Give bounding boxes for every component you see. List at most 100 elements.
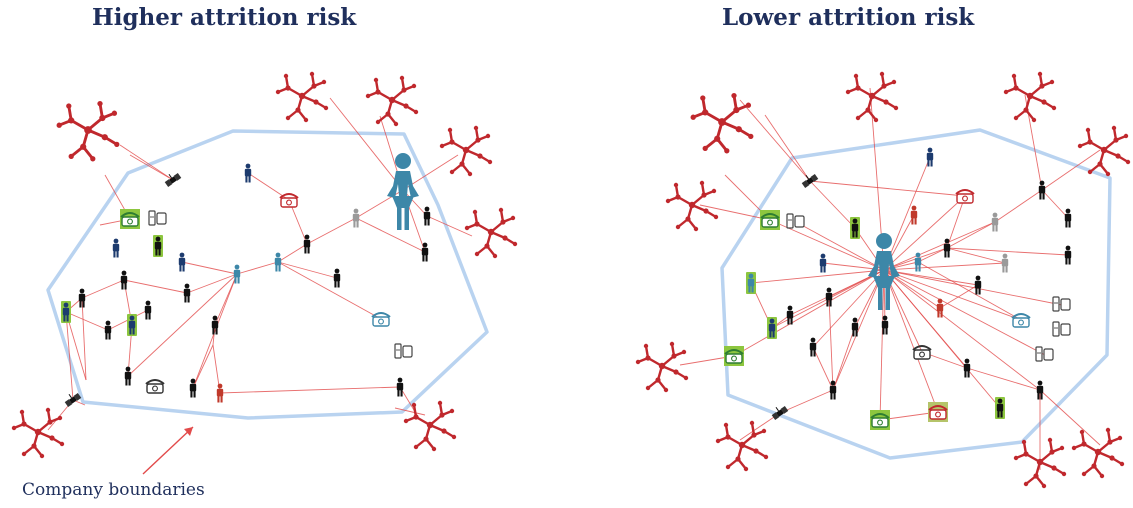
person-icon [274,252,282,272]
person-icon [974,275,982,295]
connection-line [192,344,214,389]
connection-line [812,346,834,391]
connection-line [277,243,308,263]
person-icon [189,378,197,398]
network-cluster-icon [275,71,329,123]
network-cluster-icon [1077,125,1131,177]
connection-line [879,269,885,421]
phone-icon [760,210,780,230]
phone-icon [371,312,391,327]
person-icon [1038,180,1046,200]
phone-icon [724,346,744,366]
network-cluster-icon [11,407,65,459]
phone-icon [120,209,140,229]
connection-line [81,297,87,381]
phone-icon [955,189,975,204]
connection-line [129,154,174,181]
devices-icon [148,210,167,226]
connection-line [883,221,996,271]
network-cluster-icon [635,341,689,393]
connection-line [181,261,238,275]
person-icon [881,315,889,335]
person-icon [423,206,431,226]
connection-line [828,296,834,391]
connection-line [733,269,885,357]
connection-line [1039,389,1101,446]
connection-line [699,204,771,221]
connection-line [750,269,885,284]
person-icon [991,212,999,232]
connection-line [236,261,279,275]
person-icon [746,272,756,294]
title-higher-attrition-risk: Higher attrition risk [92,4,357,31]
person-icon [178,252,186,272]
person-icon [421,242,429,262]
devices-icon [394,343,413,359]
connection-line [809,180,856,229]
devices-icon [1052,321,1071,337]
connection-line [789,269,885,316]
connection-line [355,217,426,253]
connection-line [739,99,811,182]
satellite-icon [64,392,82,408]
connection-line [277,261,338,279]
company-boundaries-caption: Company boundaries [22,480,205,500]
person-icon [216,383,224,403]
connection-line [739,412,781,441]
person-icon [333,268,341,288]
company-boundary-right [720,128,1112,460]
connection-line [917,261,1022,321]
nodes-layer [11,71,1131,489]
connection-line [329,97,404,191]
connection-line [883,269,1063,306]
person-icon [1001,253,1009,273]
satellite-icon [771,405,789,421]
connection-line [1041,189,1069,219]
satellite-icon [801,173,819,189]
person-icon [914,252,922,272]
connection-line [809,180,966,197]
person-icon [809,337,817,357]
person-icon [995,397,1005,419]
boundaries-layer [46,128,1112,460]
devices-icon [1052,296,1071,312]
person-icon [112,238,120,258]
person-icon [936,298,944,318]
connection-line [883,269,1041,391]
network-cluster-icon [464,207,518,259]
connection-line [277,261,382,320]
person-icon [963,358,971,378]
person-icon [211,315,219,335]
person-icon [767,317,777,339]
phone-icon [928,402,948,422]
connection-line [883,269,979,286]
connection-line [764,114,811,182]
title-lower-attrition-risk: Lower attrition risk [722,4,975,31]
connection-line [81,279,125,299]
person-icon [1064,245,1072,265]
connection-line [883,269,1046,356]
person-icon [61,301,71,323]
person-icon [244,163,252,183]
key-person-icon [387,153,419,230]
network-cluster-icon [665,180,719,232]
connection-line [883,261,919,271]
phone-icon [145,379,165,394]
person-icon [829,380,837,400]
key-person-icon [868,233,900,310]
phone-icon [912,345,932,360]
person-icon [104,320,112,340]
person-icon [1036,380,1044,400]
network-cluster-icon [1071,427,1125,479]
connection-line [946,247,1069,256]
person-icon [396,377,404,397]
connection-line [883,269,939,413]
person-icon [825,287,833,307]
connection-line [306,217,357,245]
connection-line [186,273,238,294]
connection-line [119,144,174,181]
connection-line [127,273,238,377]
person-icon [183,283,191,303]
person-icon [127,314,137,336]
